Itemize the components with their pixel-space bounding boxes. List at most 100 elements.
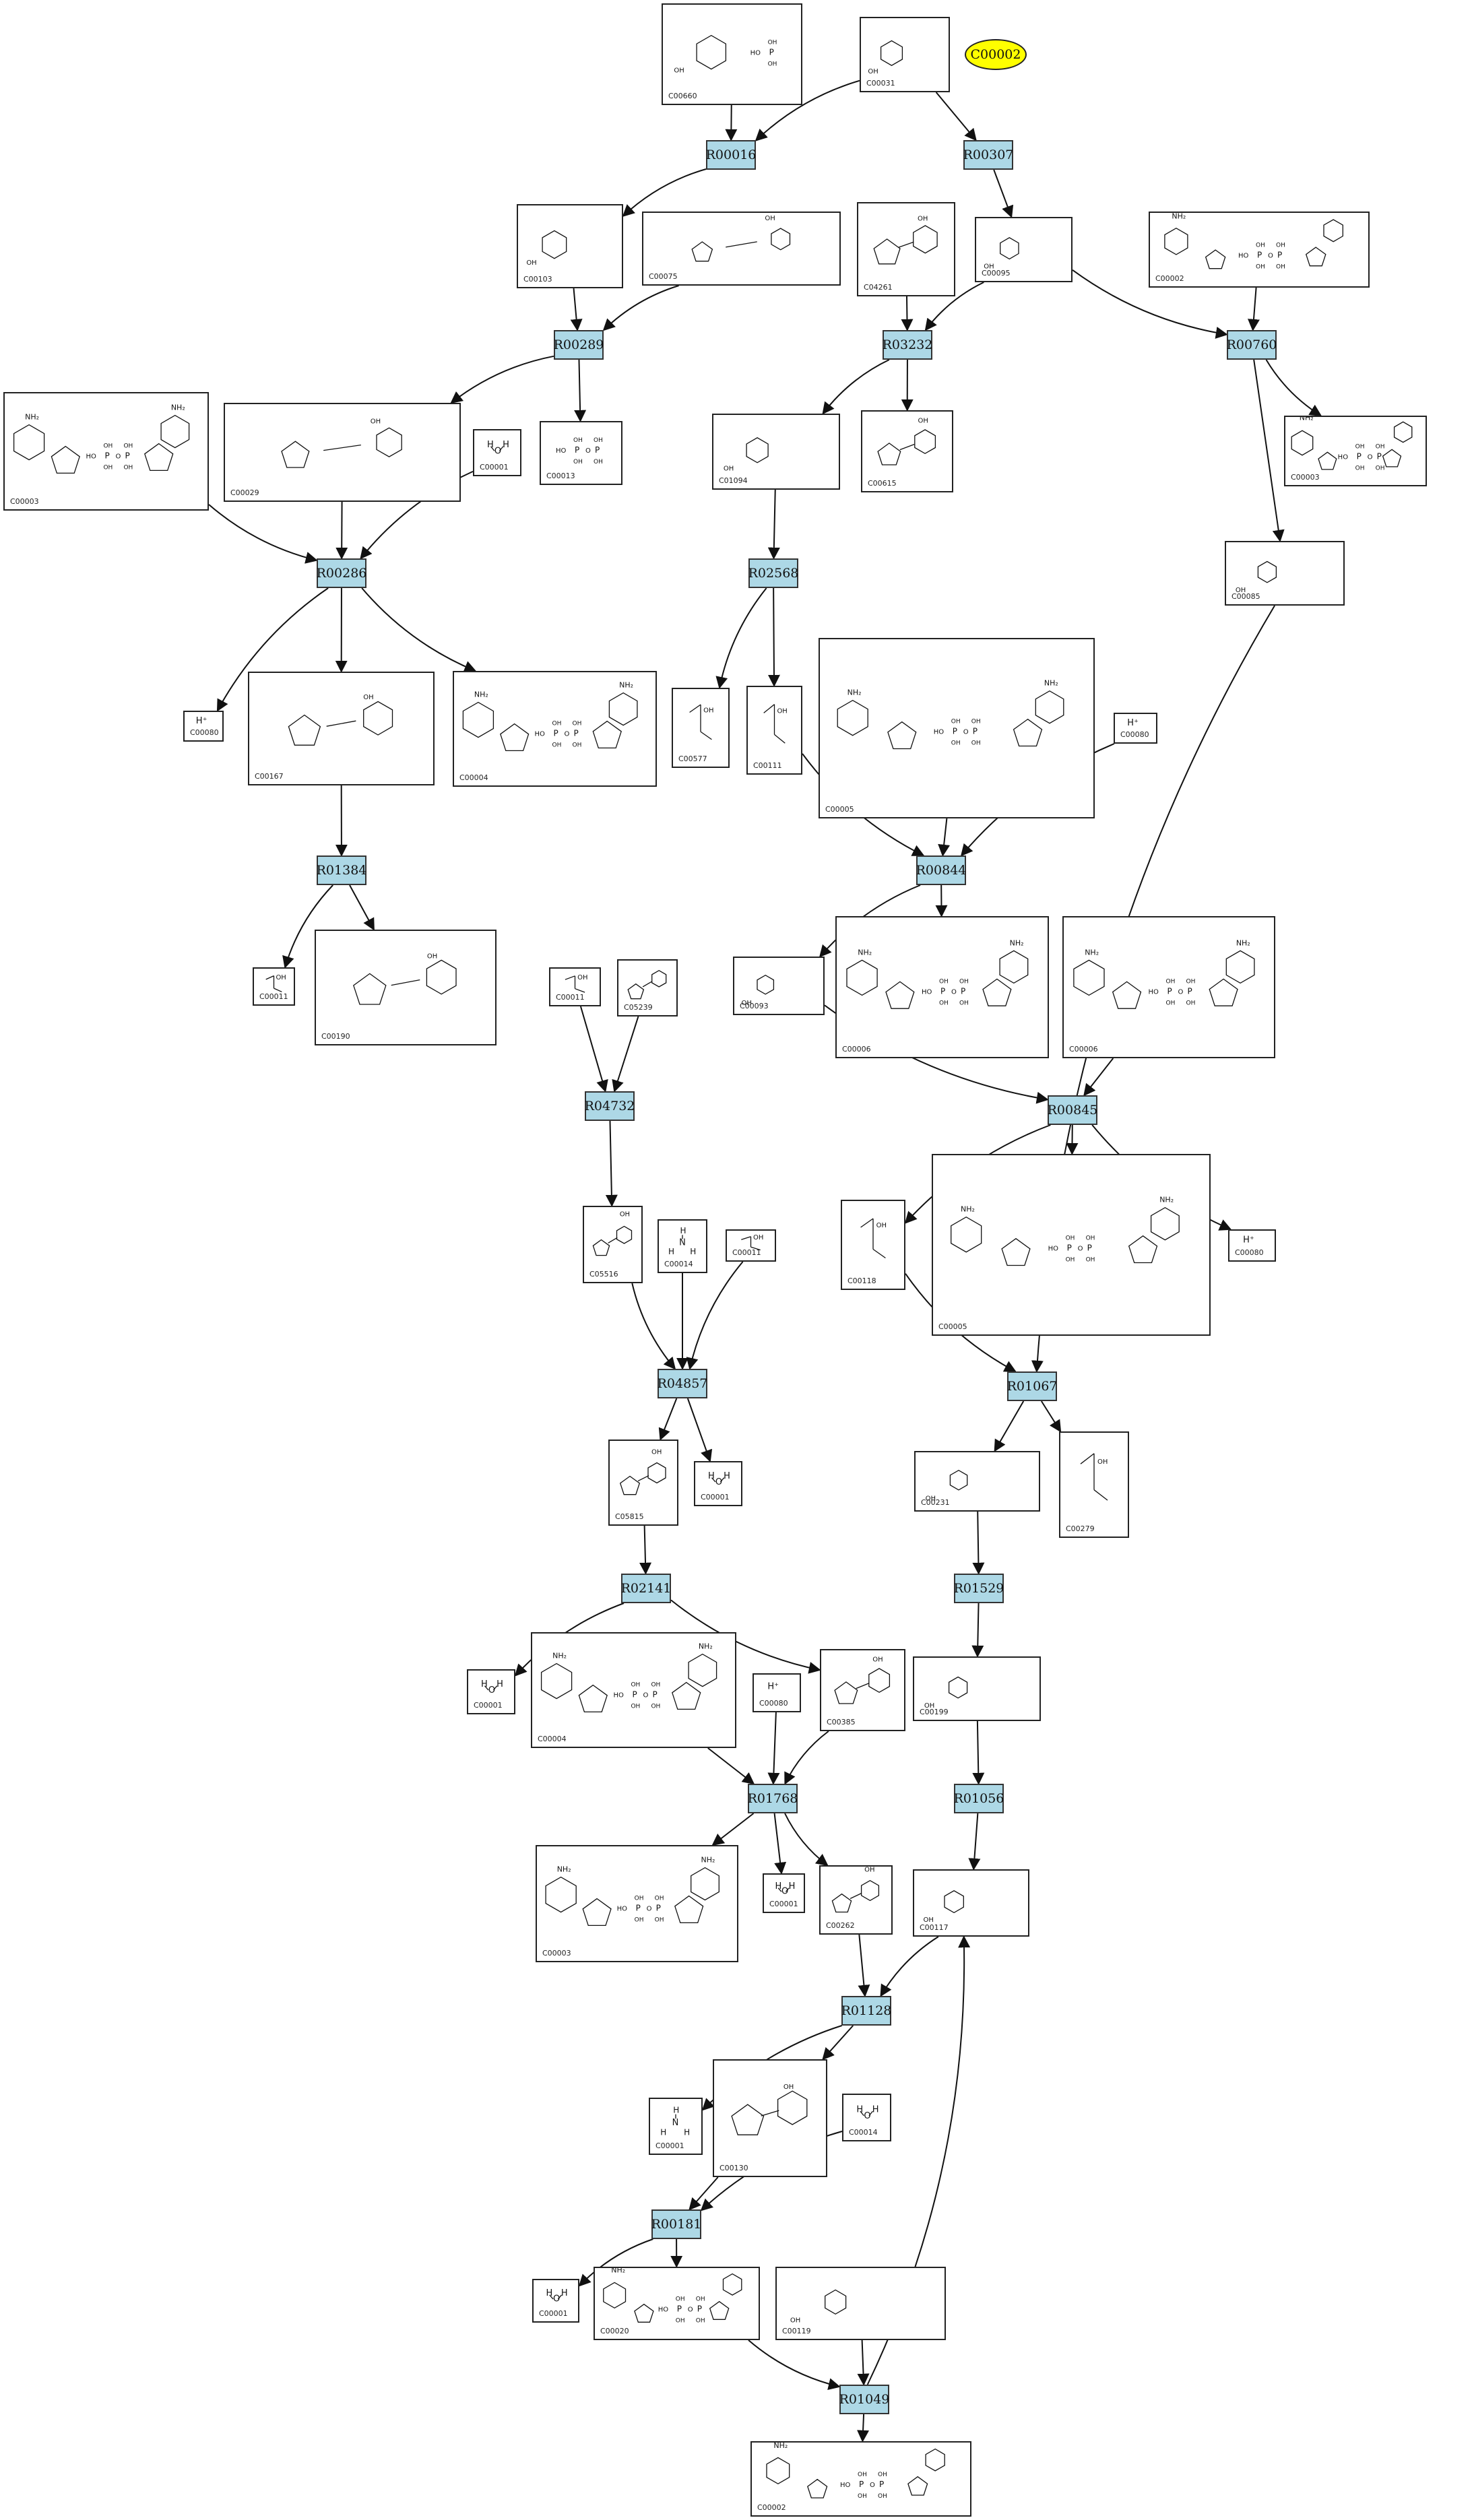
reaction-node[interactable]: R01768 <box>748 1784 798 1813</box>
reaction-node[interactable]: R00181 <box>651 2209 701 2239</box>
reaction-node[interactable]: R01049 <box>839 2385 889 2414</box>
compound-id-label: C00231 <box>921 1498 950 1507</box>
target-compound-node[interactable]: C00002 <box>965 39 1027 70</box>
reaction-node[interactable]: R00286 <box>317 558 366 588</box>
svg-text:O: O <box>688 2306 693 2313</box>
molecule-structure-image: OH <box>627 961 667 1000</box>
reaction-node[interactable]: R00844 <box>916 855 966 885</box>
compound-node[interactable]: NH₂POHOHPOHOHOHONH₂C00002 <box>1149 212 1370 288</box>
reaction-node[interactable]: R01056 <box>954 1784 1004 1813</box>
svg-text:H: H <box>546 2288 552 2298</box>
reaction-node[interactable]: R01067 <box>1007 1371 1057 1401</box>
svg-text:O: O <box>565 731 570 738</box>
compound-node[interactable]: H⁺C00080 <box>183 711 224 742</box>
reaction-node[interactable]: R03232 <box>883 330 932 360</box>
compound-id-label: C00093 <box>740 1002 769 1010</box>
svg-text:OH: OH <box>1355 465 1365 472</box>
reaction-node[interactable]: R02568 <box>748 558 798 588</box>
pathway-edge-arrow <box>968 1813 981 1871</box>
compound-id-label: C00075 <box>649 272 678 281</box>
svg-text:H: H <box>789 1881 796 1892</box>
molecule-structure-image: OH <box>592 1210 633 1256</box>
svg-text:OH: OH <box>1066 1257 1075 1264</box>
reaction-node[interactable]: R04857 <box>658 1369 707 1398</box>
compound-node[interactable]: OHC05239 <box>617 959 678 1016</box>
compound-id-label: C04261 <box>864 283 893 292</box>
compound-node[interactable]: H⁺C00080 <box>753 1673 801 1712</box>
reaction-node[interactable]: R00307 <box>963 140 1013 170</box>
svg-text:HO: HO <box>1338 453 1349 461</box>
reaction-node[interactable]: R00289 <box>554 330 604 360</box>
pathway-edge-arrow <box>707 1747 755 1785</box>
reaction-node[interactable]: R00760 <box>1227 330 1277 360</box>
svg-text:OH: OH <box>1186 1000 1196 1006</box>
svg-text:OH: OH <box>1376 465 1385 472</box>
reaction-node[interactable]: R01384 <box>317 855 366 885</box>
compound-id-label: C05815 <box>615 1512 644 1521</box>
compound-node[interactable]: NH₂POHOHPOHOHOHONH₂C00002 <box>750 2441 971 2517</box>
reaction-node[interactable]: R01128 <box>841 1996 891 2026</box>
compound-node[interactable]: NH₂POHOHPOHOHOHONH₂C00020 <box>594 2267 760 2340</box>
reaction-node[interactable]: R04732 <box>585 1091 635 1121</box>
svg-text:OH: OH <box>777 707 787 715</box>
reaction-node[interactable]: R00845 <box>1048 1095 1097 1125</box>
svg-text:P: P <box>125 451 129 461</box>
reaction-node[interactable]: R02141 <box>621 1574 671 1603</box>
reaction-node[interactable]: R00016 <box>706 140 756 170</box>
svg-text:H: H <box>724 1471 730 1481</box>
compound-node[interactable]: H⁺C00080 <box>1228 1229 1276 1262</box>
compound-node[interactable]: H⁺C00080 <box>1114 713 1157 744</box>
svg-text:OH: OH <box>1276 263 1285 270</box>
reaction-node[interactable]: R01529 <box>954 1574 1004 1603</box>
